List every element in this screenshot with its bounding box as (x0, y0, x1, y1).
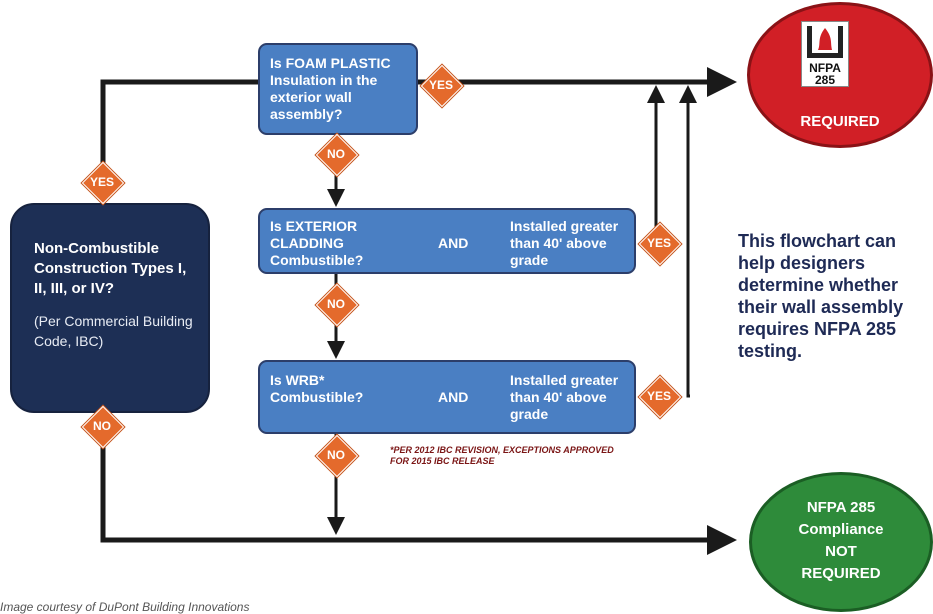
not-required-line-3: NOT (825, 543, 857, 560)
foam-yes-label: YES (428, 78, 453, 92)
nfpa-logo: NFPA 285 (801, 21, 849, 87)
connector-wrb-yes (679, 85, 697, 398)
nfpa-logo-text: NFPA (809, 61, 841, 75)
foam-plastic-question: Is FOAM PLASTIC Insulation in the exteri… (270, 55, 391, 122)
flame-icon: NFPA 285 (807, 26, 843, 87)
start-construction-type-box: Non-Combustible Construction Types I, II… (10, 203, 210, 413)
not-required-line-4: REQUIRED (801, 565, 881, 582)
connector-cladding-yes (647, 85, 676, 244)
flowchart-description: This flowchart can help designers determ… (738, 231, 904, 361)
nfpa-285-not-required-outcome: NFPA 285 Compliance NOT REQUIRED (749, 472, 933, 612)
wrb-height-condition: Installed greater than 40' above grade (510, 372, 619, 422)
wrb-and-label: AND (438, 389, 469, 405)
cladding-no-label: NO (327, 297, 345, 311)
image-credit: Image courtesy of DuPont Building Innova… (0, 600, 250, 614)
connector-start-yes (100, 79, 258, 200)
wrb-question-box: Is WRB* Combustible? AND Installed great… (258, 360, 636, 434)
start-no-label: NO (93, 419, 111, 433)
connector-start-no (100, 415, 737, 555)
not-required-line-2: Compliance (798, 521, 884, 538)
exterior-cladding-question-box: Is EXTERIOR CLADDING Combustible? AND In… (258, 208, 636, 274)
wrb-question: Is WRB* Combustible? (270, 372, 364, 405)
foam-no-label: NO (327, 147, 345, 161)
wrb-yes-label: YES (646, 389, 671, 403)
not-required-line-1: NFPA 285 (806, 499, 876, 516)
cladding-yes-label: YES (646, 236, 671, 250)
cladding-question: Is EXTERIOR CLADDING Combustible? (270, 218, 364, 268)
foam-plastic-question-box: Is FOAM PLASTIC Insulation in the exteri… (258, 43, 418, 135)
cladding-and-label: AND (438, 235, 469, 251)
required-label: REQUIRED (800, 113, 880, 130)
start-yes-label: YES (89, 175, 114, 189)
nfpa-logo-number: 285 (815, 73, 835, 86)
start-title: Non-Combustible Construction Types I, II… (34, 240, 187, 297)
nfpa-285-required-outcome: NFPA 285 REQUIRED (747, 2, 933, 148)
cladding-height-condition: Installed greater than 40' above grade (510, 218, 619, 268)
wrb-no-label: NO (327, 448, 345, 462)
start-note: (Per Commercial Building Code, IBC) (34, 313, 193, 349)
wrb-footnote: *PER 2012 IBC REVISION, EXCEPTIONS APPRO… (390, 445, 614, 466)
